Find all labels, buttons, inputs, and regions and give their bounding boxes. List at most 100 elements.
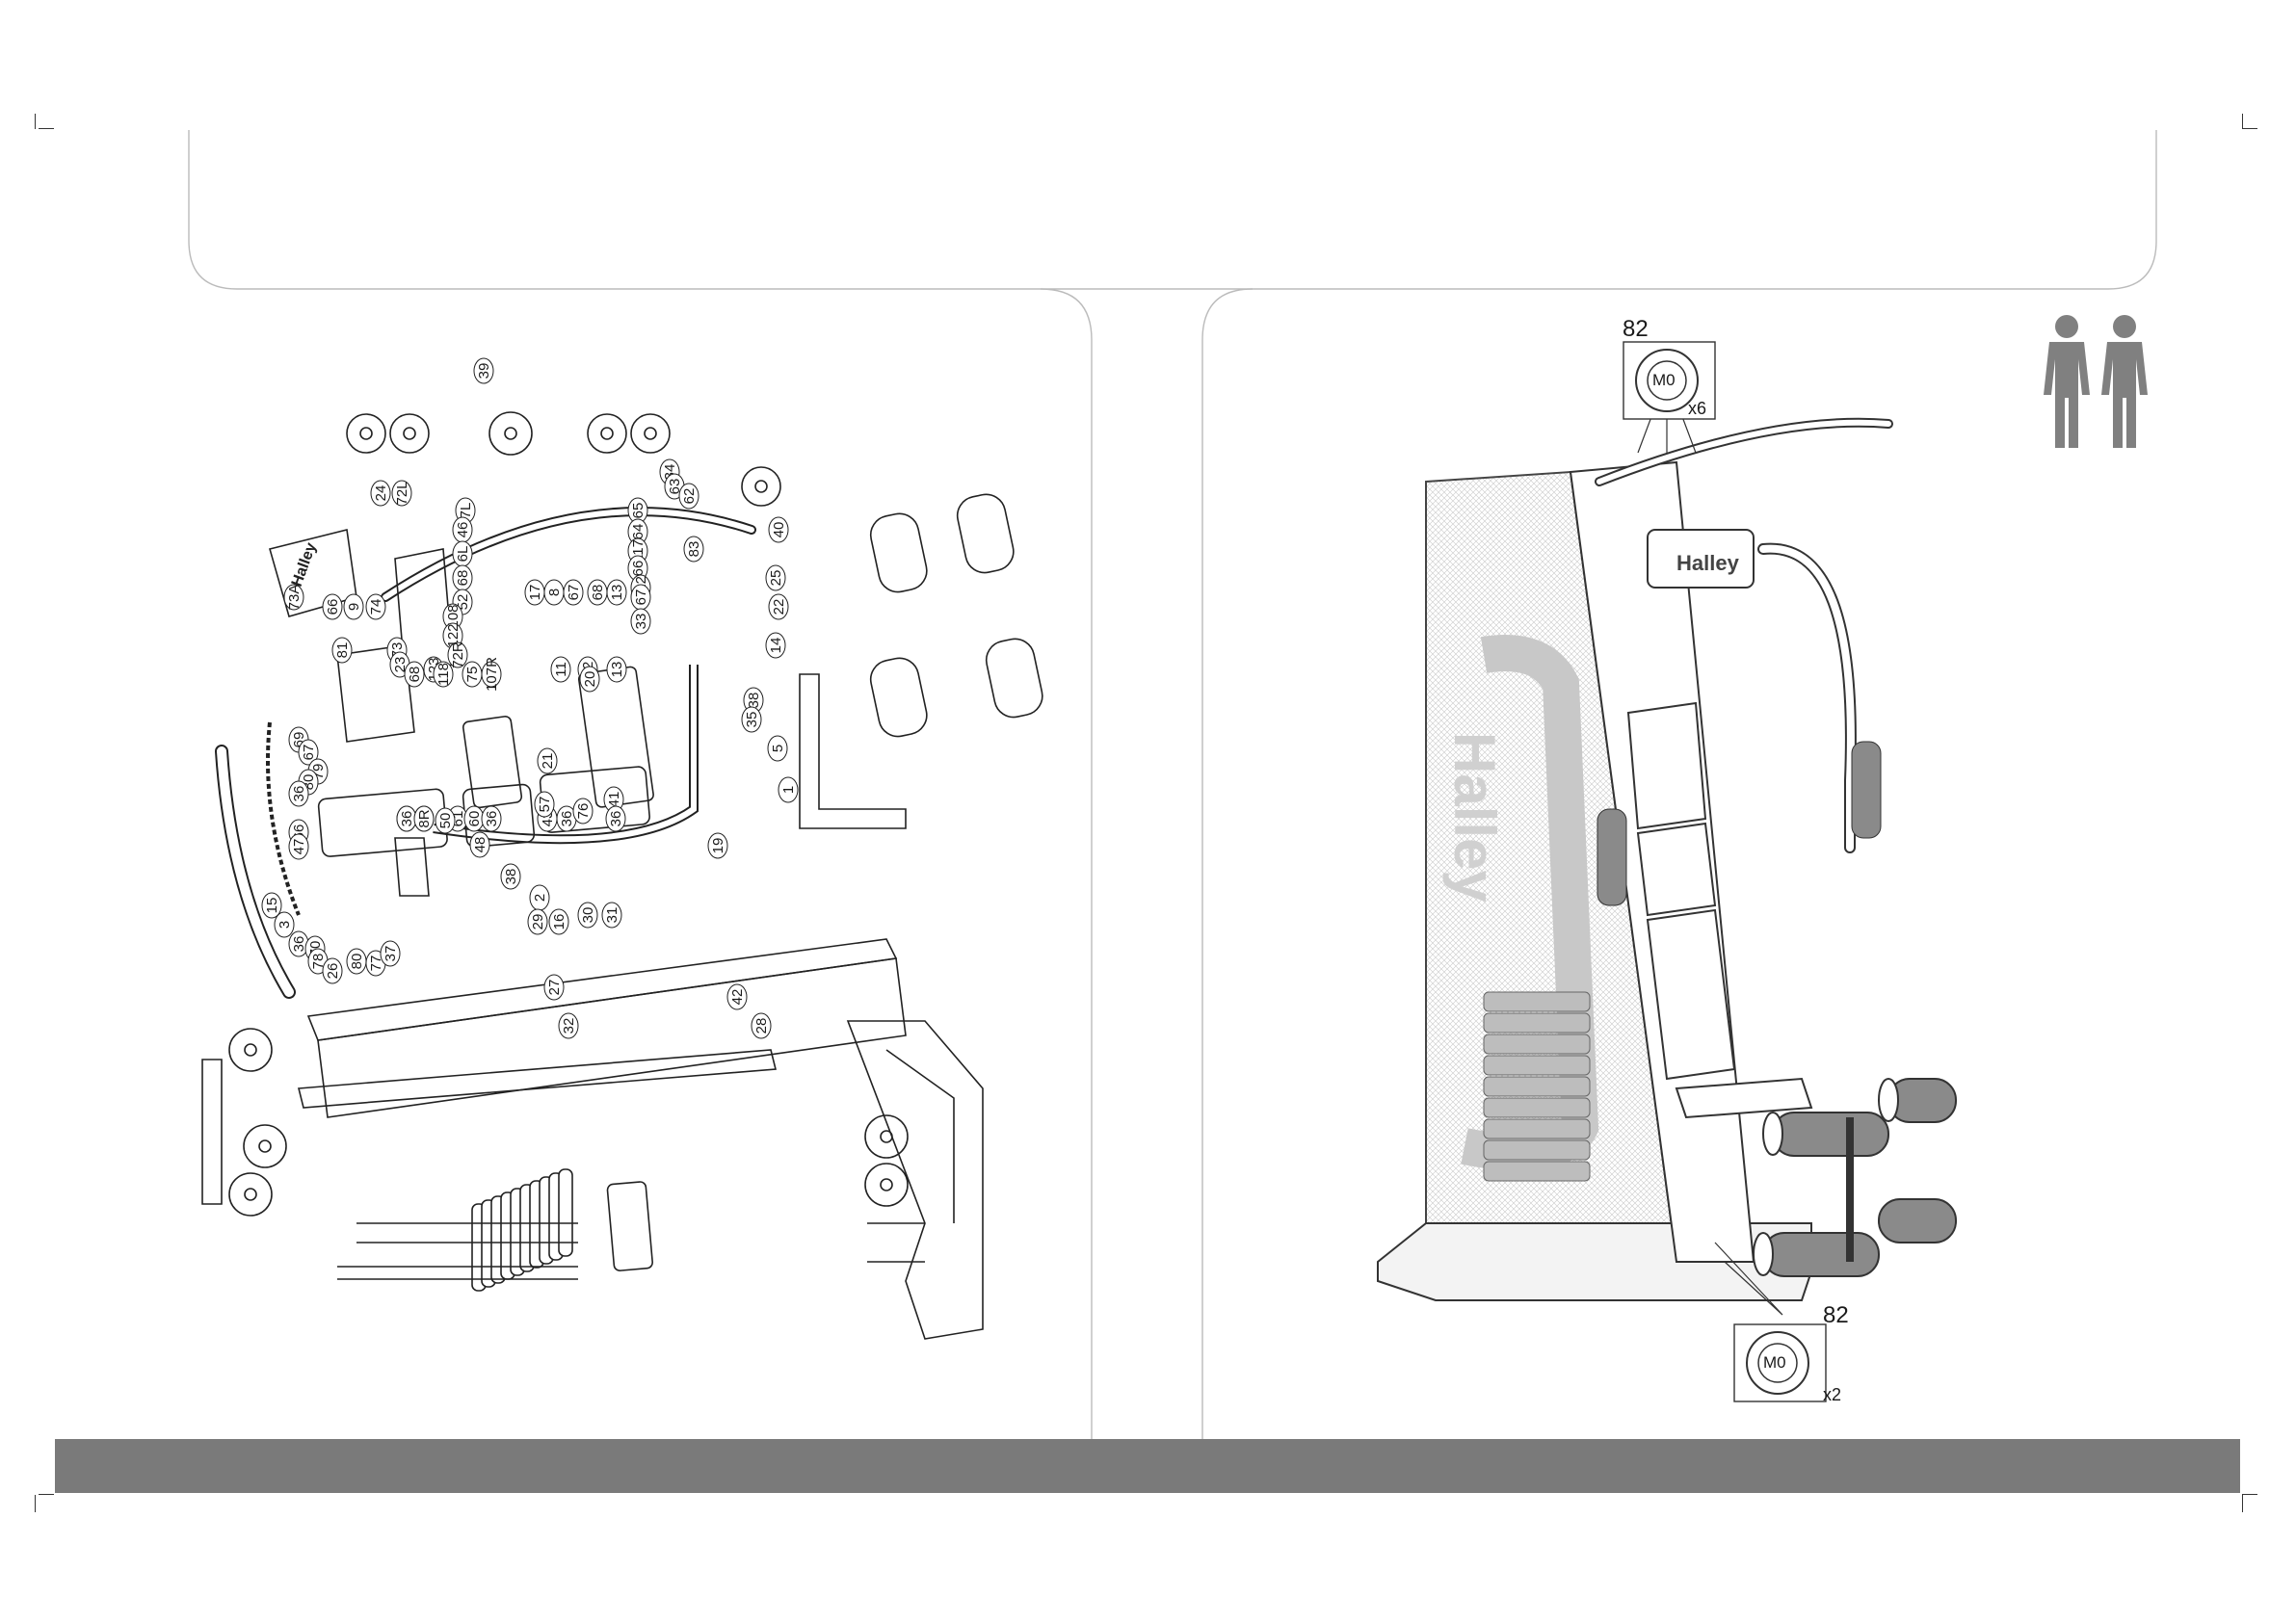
part-callout: 16 [548,908,569,935]
svg-text:60: 60 [466,811,483,827]
part-callout: 73A [283,584,304,611]
svg-text:7L: 7L [458,503,474,519]
part-callout: 22 [768,593,789,620]
part-callout: 25 [765,564,786,591]
svg-text:77: 77 [368,955,384,972]
crop-mark [2242,1495,2243,1512]
brand-logo-head: Halley [1676,551,1740,575]
part-callout: 17 [524,579,545,606]
svg-text:19: 19 [710,838,726,854]
part-callout: 15 [261,892,282,919]
part-callout: 83 [683,536,704,563]
part-callout: 30 [577,902,598,929]
part-callout: 5 [767,735,788,762]
svg-text:38: 38 [746,693,762,709]
bolt-top-quantity: x6 [1688,399,1707,418]
svg-text:33: 33 [633,614,649,630]
svg-text:42: 42 [729,989,746,1006]
svg-text:48: 48 [472,837,488,853]
part-callout: 36 [556,805,577,832]
part-callout: 68 [587,579,608,606]
part-callout: 72R [447,641,468,668]
svg-text:15: 15 [264,898,280,914]
part-callout: 42 [726,983,748,1010]
weight-plate [558,1168,573,1257]
part-callout: 74 [365,593,386,620]
svg-text:64: 64 [630,524,647,540]
part-callout: 7L [455,497,476,524]
svg-text:25: 25 [768,570,784,587]
svg-text:72R: 72R [450,641,466,668]
svg-text:122: 122 [445,623,462,647]
part-callout: 36 [288,780,309,807]
part-callout: 80 [346,948,367,975]
part-callout: 66 [627,555,648,582]
part-callout: 32 [558,1012,579,1039]
part-callout: 9 [343,593,364,620]
part-callout: 36 [481,805,502,832]
svg-text:23: 23 [392,657,409,673]
exploded-parts-diagram: Halley 433661603639433641362472L7L466L68… [193,356,1060,1397]
svg-text:57: 57 [537,797,553,813]
part-callout: 62 [678,483,699,510]
bolt-top-size: M0 [1652,371,1676,389]
svg-text:31: 31 [604,907,620,924]
svg-text:13: 13 [609,585,625,601]
svg-text:62: 62 [681,488,698,505]
part-callout: 107R [481,657,502,692]
brand-logo-left: Halley [289,540,320,589]
brand-logo-guard: Halley [1442,732,1507,903]
bolt-bottom-part-number: 82 [1823,1302,1849,1328]
part-callout: 57 [534,791,555,818]
svg-text:35: 35 [744,712,760,728]
part-callout: 19 [707,832,728,859]
part-callout: 26 [322,957,343,984]
crop-mark [2242,114,2243,129]
svg-text:14: 14 [768,638,784,654]
svg-text:74: 74 [368,599,384,615]
part-callout: 8R [413,805,435,832]
svg-text:75: 75 [464,667,481,683]
svg-text:107R: 107R [484,657,500,692]
part-callout: 29 [527,908,548,935]
part-callout: 13 [606,579,627,606]
bolt-top-part-number: 82 [1623,316,1649,342]
svg-text:11: 11 [553,662,569,677]
svg-text:8: 8 [546,589,563,596]
svg-text:65: 65 [630,503,647,519]
svg-text:66: 66 [325,599,341,615]
svg-text:83: 83 [686,541,702,558]
part-callout: 68 [404,661,425,688]
svg-text:6L: 6L [455,546,471,563]
part-callout: 72L [391,480,412,507]
part-callout: 1 [778,776,799,803]
svg-text:41: 41 [606,792,622,808]
part-callout: 41 [603,786,624,813]
two-persons-icon [2044,315,2148,448]
svg-text:30: 30 [580,907,596,924]
svg-text:81: 81 [334,642,351,659]
crop-mark [39,128,54,129]
svg-text:21: 21 [540,753,556,770]
svg-text:36: 36 [559,811,575,827]
part-callout: 21 [537,747,558,774]
part-callout: 24 [370,480,391,507]
assembled-gym-illustration: Halley Halley [1349,299,2197,1426]
svg-text:16: 16 [551,914,567,930]
svg-text:26: 26 [325,963,341,980]
part-callout: 37 [380,940,401,967]
part-callout: 14 [765,632,786,659]
part-callout: 40 [768,516,789,543]
svg-text:36: 36 [291,936,307,953]
svg-text:8R: 8R [416,809,433,827]
footer-bar [55,1439,2240,1493]
svg-text:67: 67 [633,589,649,606]
part-callout: 66 [322,593,343,620]
svg-text:76: 76 [575,803,592,820]
svg-text:36: 36 [291,786,307,802]
part-callout: 76 [572,798,594,825]
svg-text:40: 40 [771,522,787,538]
part-callout: 27 [543,974,565,1001]
svg-text:78: 78 [310,954,327,970]
part-callout: 50 [435,807,456,834]
